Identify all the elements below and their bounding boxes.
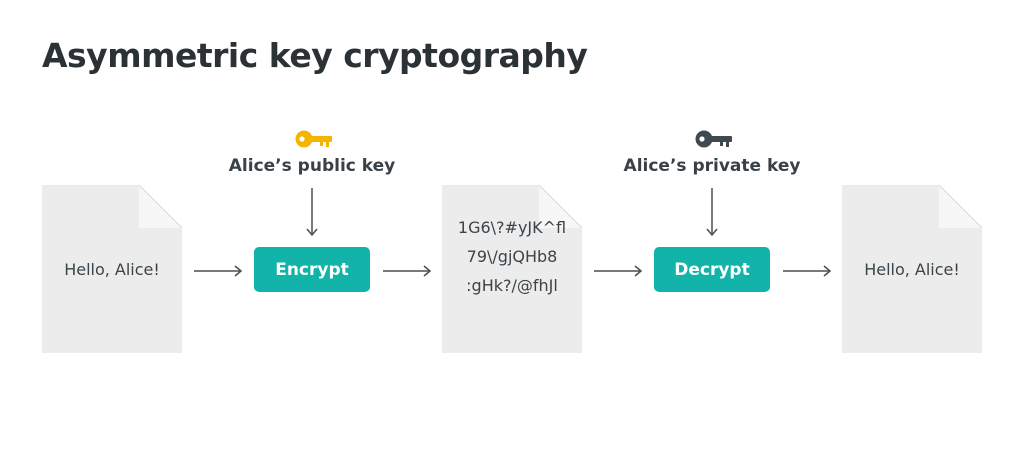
public-key-label: Alice’s public key: [228, 156, 396, 176]
document-icon: [842, 185, 982, 353]
plaintext-input-text: Hello, Alice!: [64, 259, 160, 279]
plaintext-output-document: Hello, Alice!: [842, 185, 982, 353]
private-key-icon: [695, 130, 732, 148]
public-key-icon: [295, 130, 332, 148]
private-key-label: Alice’s private key: [623, 156, 801, 176]
ciphertext-document: 1G6\?#yJK^fl 79\/gjQHb8 :gHk?/@fhJl: [442, 185, 582, 353]
ciphertext-line: 79\/gjQHb8: [466, 246, 558, 266]
document-icon: [42, 185, 182, 353]
document-icon: [442, 185, 582, 353]
ciphertext-text: 1G6\?#yJK^fl 79\/gjQHb8 :gHk?/@fhJl: [442, 185, 582, 353]
arrow-right-icon: [783, 265, 832, 277]
ciphertext-line: 1G6\?#yJK^fl: [457, 217, 567, 237]
encrypt-button[interactable]: Encrypt: [254, 247, 370, 292]
arrow-down-icon: [306, 188, 318, 237]
arrow-down-icon: [706, 188, 718, 237]
arrow-right-icon: [383, 265, 432, 277]
page-title: Asymmetric key cryptography: [42, 36, 588, 75]
plaintext-output-text: Hello, Alice!: [864, 259, 960, 279]
arrow-right-icon: [194, 265, 243, 277]
plaintext-input-document: Hello, Alice!: [42, 185, 182, 353]
ciphertext-line: :gHk?/@fhJl: [466, 275, 558, 295]
decrypt-button[interactable]: Decrypt: [654, 247, 770, 292]
arrow-right-icon: [594, 265, 643, 277]
